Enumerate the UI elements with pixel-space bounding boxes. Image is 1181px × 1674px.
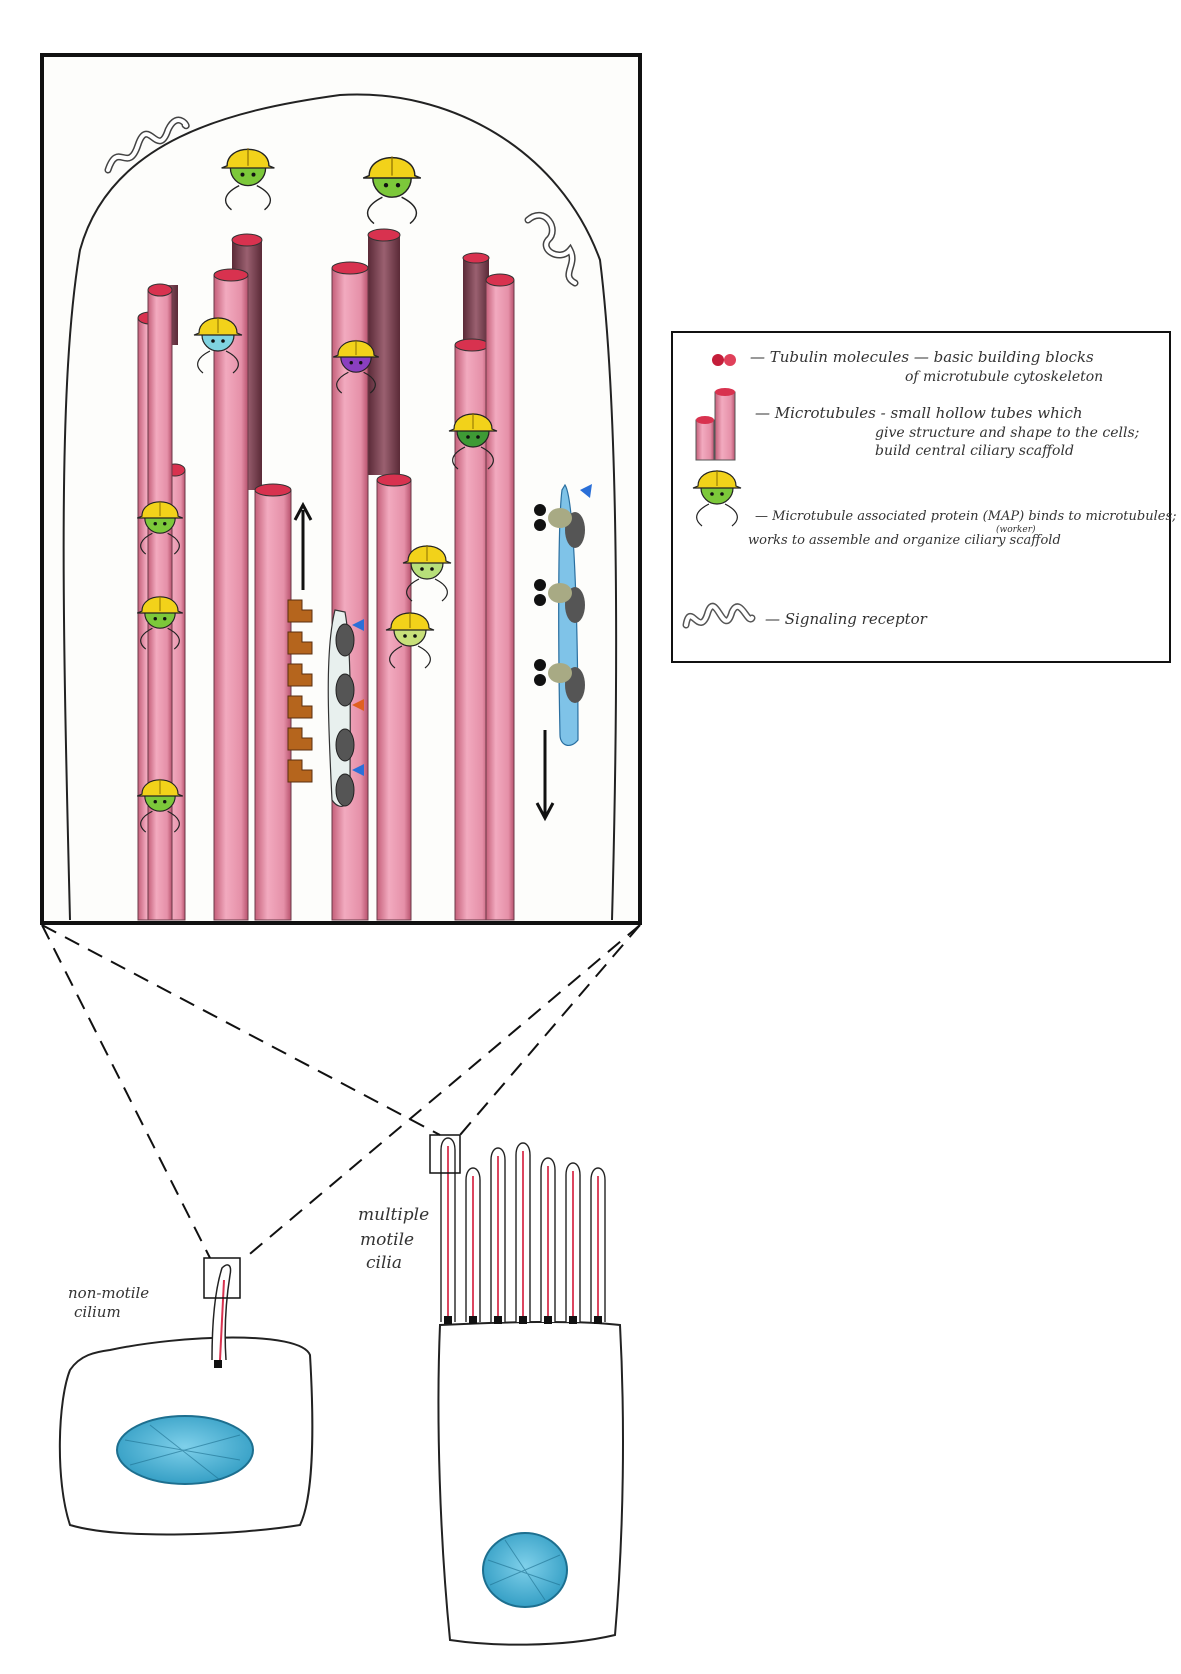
motile-cilium [465,1167,481,1324]
motile-cilium [565,1162,581,1324]
cargo-block [287,759,313,783]
motile-cilium [440,1137,456,1324]
cargo-block [287,599,313,623]
zoom-lines [41,924,641,1259]
microtubules-front [137,261,515,921]
zoom-box-motile [429,1134,461,1174]
cargo-triangle [352,764,364,776]
legend-microtubule-line3: build central ciliary scaffold [875,443,1074,459]
cargo-block [287,727,313,751]
kinesin-head [534,579,546,591]
map-worker-icon [448,413,498,470]
map-worker-icon [332,339,380,394]
cargo-blob [548,663,572,683]
map-worker-icon [692,470,742,527]
kinesin-head [534,659,546,671]
kinesin-head [534,504,546,516]
dynein-motor [335,728,355,762]
legend-tubulin-line1: — Tubulin molecules — basic building blo… [750,348,1094,366]
retrograde-arrow-icon [535,730,555,822]
microtubule [485,273,515,921]
non-motile-label-1: non-motile [68,1284,149,1302]
microtubule [331,261,369,921]
microtubule [376,473,412,921]
non-motile-cell: non-motile cilium [58,1257,314,1536]
legend-map-worker: (worker) [996,524,1036,535]
kinesin-head [534,674,546,686]
cargo-blob [548,508,572,528]
multi-label-2: motile [360,1230,414,1250]
motile-cilium [590,1167,606,1324]
map-worker-icon [362,156,422,225]
tubulin-dimer-icon [712,354,736,366]
cargo-triangle [352,619,364,631]
cilium-membrane [62,93,618,921]
anterograde-arrow-icon [293,501,313,590]
microtubule [213,268,249,921]
map-worker-icon [136,778,184,833]
map-worker-icon [136,595,184,650]
microtubule-icon [695,388,736,461]
dynein-motor [335,623,355,657]
dynein-motor [335,673,355,707]
legend-box: — Tubulin molecules — basic building blo… [671,331,1177,663]
multi-label-1: multiple [358,1205,429,1225]
map-worker-icon [692,470,742,527]
map-workers [136,148,498,833]
motile-cilium [540,1157,556,1324]
map-worker-icon [221,148,275,211]
kinesin-head [534,519,546,531]
legend-receptor-line1: — Signaling receptor [765,610,928,628]
motile-cilia [440,1137,606,1324]
cargo-block [287,695,313,719]
multi-label-3: cilia [366,1253,402,1273]
map-worker-icon [193,317,243,374]
zoom-panel [40,53,642,925]
cargo-block [287,631,313,655]
kinesin-head [534,594,546,606]
legend-tubulin-line2: of microtubule cytoskeleton [905,369,1103,385]
legend-map-line2: works to assemble and organize ciliary s… [748,533,1061,548]
motile-cilium [515,1142,531,1324]
ift-train-anterograde [287,599,364,807]
multiciliated-cell: multiple motile cilia [358,1134,624,1646]
cargo-triangle [580,484,592,498]
map-worker-icon [136,500,184,555]
ift-train-retrograde [534,483,592,747]
primary-cilium [211,1264,232,1361]
non-motile-label-2: cilium [74,1303,121,1321]
zoom-box-primary [203,1257,241,1299]
legend-microtubule-line2: give structure and shape to the cells; [875,425,1139,441]
motile-cilium [490,1147,506,1324]
cargo-block [287,663,313,687]
signaling-receptor-icon [682,602,756,629]
cargo-triangle [352,699,364,711]
dynein-motor [335,773,355,807]
microtubule [254,483,292,921]
map-worker-icon [402,545,452,602]
cargo-blob [548,583,572,603]
legend-map-line1: — Microtubule associated protein (MAP) b… [755,509,1177,524]
map-worker-icon [385,612,435,669]
legend-microtubule-line1: — Microtubules - small hollow tubes whic… [755,404,1083,422]
